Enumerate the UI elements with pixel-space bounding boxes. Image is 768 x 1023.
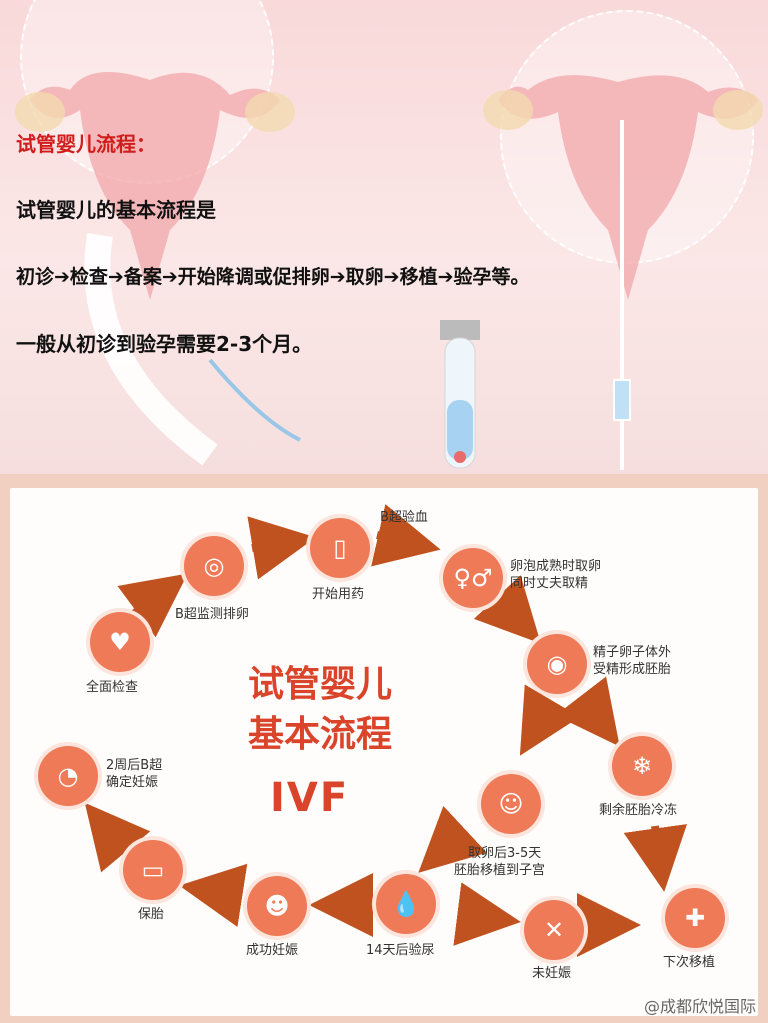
success-node: ☻ [247,876,307,936]
freeze-label: 剩余胚胎冷冻 [599,803,678,818]
test-tube-illustration [440,320,480,469]
confirm-label-2: 确定妊娠 [106,775,159,790]
sperm-egg-icon: ◉ [546,650,568,678]
full-check-node: ♥ [90,612,150,672]
transfer-node: ☺ [481,774,541,834]
medicine-icon: ▯ [333,534,347,562]
confirm-label-1: 2周后B超 [106,758,163,773]
diagram-title-line2: 基本流程 [247,714,392,755]
drop-icon: 💧 [391,890,421,918]
hospital-icon: ✚ [684,904,706,932]
full-check-label: 全面检查 [86,680,139,695]
flow-heading: 试管婴儿流程： [16,132,156,156]
transfer-label-1: 取卵后3-5天 [468,846,542,861]
ivf-label-2: 受精形成胚胎 [593,662,672,677]
start-med-node: ▯ [310,518,370,578]
flow-steps: 初诊➔检查➔备案➔开始降调或促排卵➔取卵➔移植➔验孕等。 [16,266,530,288]
not-pregnant-label: 未妊娠 [532,966,572,981]
top-illustration-section: 试管婴儿流程： 试管婴儿的基本流程是 初诊➔检查➔备案➔开始降调或促排卵➔取卵➔… [0,0,768,474]
test-label: 14天后验尿 [366,943,435,958]
transfer-label-2: 胚胎移植到子宫 [454,863,546,878]
hands-icon: ☺ [498,790,524,818]
retrieval-label-2: 同时丈夫取精 [510,576,589,591]
retrieval-node: ♀♂ [443,548,503,608]
protect-node: ▭ [123,840,183,900]
confirm-node: ◔ [38,746,98,806]
diagram-title-line1: 试管婴儿 [247,664,392,705]
start-med-label: 开始用药 [312,587,365,602]
diagram-ivf-label: IVF [270,775,350,821]
b-blood-label: B超验血 [380,510,428,525]
b-monitor-node: ◎ [184,536,244,596]
gender-icon: ♀♂ [453,564,493,592]
not-pregnant-node: ✕ [524,900,584,960]
watermark: @成都欣悦国际 [643,997,756,1016]
next-transfer-label: 下次移植 [663,955,716,970]
bed-icon: ▭ [141,856,165,884]
ultrasound-icon: ◎ [203,552,225,580]
freeze-node: ❄ [612,736,672,796]
ivf-node: ◉ [527,634,587,694]
ultrasound-baby-icon: ◔ [57,762,79,790]
snowflake-icon: ❄ [631,752,653,780]
retrieval-label-1: 卵泡成熟时取卵 [510,559,602,574]
flow-intro: 试管婴儿的基本流程是 [16,198,216,222]
protect-label: 保胎 [138,907,165,922]
flow-duration: 一般从初诊到验孕需要2-3个月。 [16,332,313,356]
next-transfer-node: ✚ [665,888,725,948]
diagram-title: 试管婴儿 基本流程 [220,660,420,760]
uterus-illustration-right [483,75,763,470]
heart-check-icon: ♥ [109,628,131,656]
cross-body-icon: ✕ [543,916,565,944]
ivf-label-1: 精子卵子体外 [593,645,672,660]
success-label: 成功妊娠 [246,943,299,958]
uterus-illustration-left [15,72,301,466]
b-monitor-label: B超监测排卵 [175,607,249,622]
test-node: 💧 [376,874,436,934]
pregnant-icon: ☻ [264,892,290,920]
